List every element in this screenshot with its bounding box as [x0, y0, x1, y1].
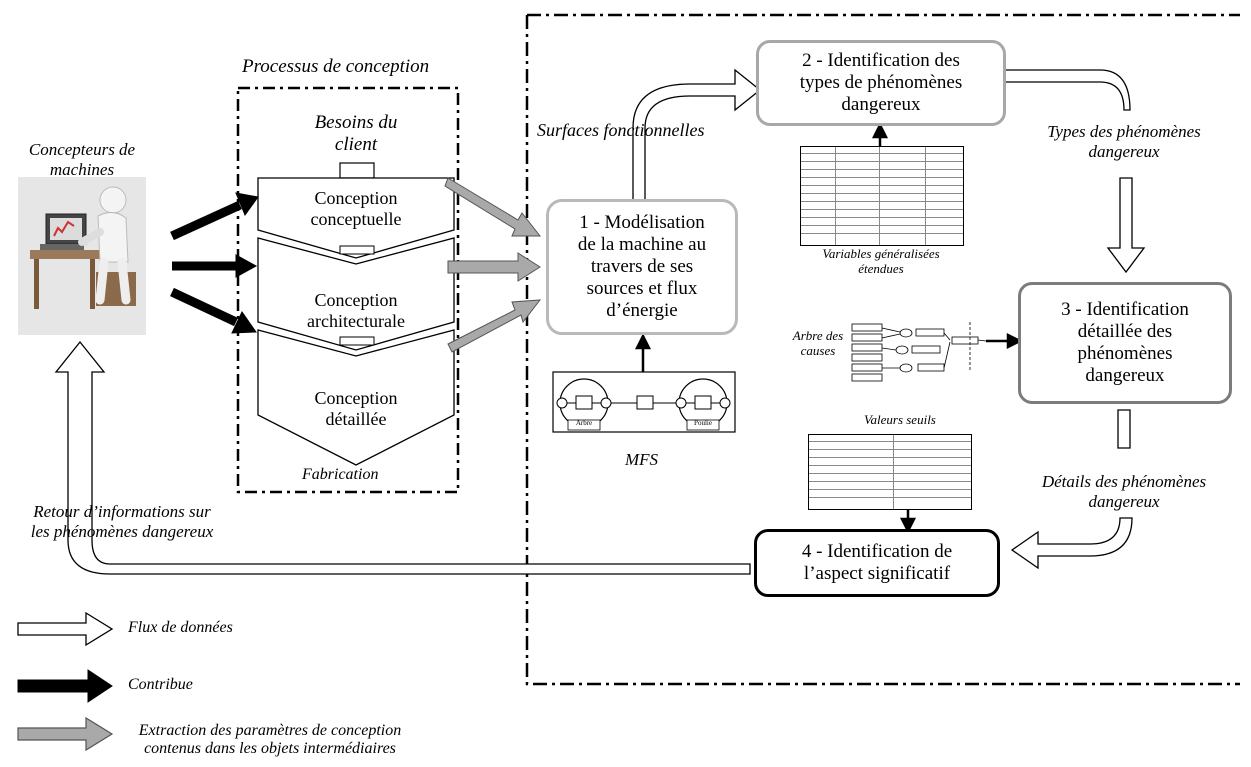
hollow-arrow-retour: [54, 340, 751, 575]
phase-conceptuelle-line1: Conception: [314, 188, 398, 208]
process-title: Processus de conception: [242, 56, 430, 77]
phase-conceptuelle-line2: conceptuelle: [310, 208, 402, 229]
legend-extraction-line1: Extraction des paramètres de conception: [138, 722, 402, 739]
step1-line3: travers de ses: [590, 256, 694, 278]
phase-shape-conceptuelle: [257, 177, 455, 259]
legend-extraction-line2: contenus dans les objets intermédiaires: [144, 740, 396, 758]
step4-line2: l’aspect significatif: [803, 563, 951, 584]
variables-label: Variables généralisées étendues: [810, 246, 952, 277]
step2-line2: types de phénomènes: [799, 72, 963, 94]
step1-line2: de la machine au: [577, 234, 707, 256]
besoins-line2: client: [334, 133, 378, 155]
step1-line4: sources et flux: [586, 277, 698, 299]
retour-label: Retour d’informations sur les phénomènes…: [4, 502, 240, 541]
types-line1: Types des phénomènes: [1047, 122, 1201, 141]
mfs-node-arbre: Arbre: [575, 419, 593, 427]
designer-illustration: [18, 177, 146, 335]
step2-box: 2 - Identification des types de phénomèn…: [756, 40, 1006, 126]
phase-tab-2: [339, 336, 375, 346]
phase-detaillee-line1: Conception: [314, 388, 398, 408]
step3-line1: 3 - Identification: [1061, 299, 1189, 321]
phase-detaillee-label: Conception détaillée: [276, 388, 436, 429]
variables-line1: Variables généralisées: [822, 246, 940, 261]
phase-architecturale-line1: Conception: [314, 290, 398, 310]
step3-line4: dangereux: [1085, 364, 1165, 386]
black-arrows: [170, 192, 259, 334]
valeurs-table-thumbnail: [808, 434, 972, 510]
retour-line1: Retour d’informations sur: [33, 502, 211, 521]
phase-detaillee-line2: détaillée: [325, 408, 387, 429]
legend-label-contribue: Contribue: [128, 676, 193, 693]
details-line2: dangereux: [1088, 491, 1160, 511]
phase-shape-detaillee: [257, 329, 455, 466]
designers-label-line2: machines: [49, 159, 115, 179]
step1-line5: d’énergie: [606, 299, 678, 321]
variables-line2: étendues: [858, 260, 904, 276]
step3-line2: détaillée des: [1077, 321, 1173, 343]
details-label: Détails des phénomènes dangereux: [1014, 472, 1234, 511]
phase-tab-1: [339, 245, 375, 255]
hollow-arrow-details: [1117, 409, 1131, 449]
retour-line2: les phénomènes dangereux: [30, 521, 214, 541]
phase-architecturale-line2: architecturale: [307, 310, 405, 331]
step4-box: 4 - Identification de l’aspect significa…: [754, 529, 1000, 597]
besoins-label: Besoins du client: [290, 112, 422, 156]
arbre-label: Arbre des causes: [786, 328, 850, 359]
phase-architecturale-label: Conception architecturale: [276, 290, 436, 331]
mfs-label: MFS: [625, 450, 659, 469]
types-label: Types des phénomènes dangereux: [1018, 122, 1230, 161]
hollow-arrow-types-down: [1106, 177, 1146, 274]
designers-label-line1: Concepteurs de: [28, 140, 136, 159]
variables-table-thumbnail: [800, 146, 964, 246]
phase-conceptuelle-label: Conception conceptuelle: [276, 188, 436, 229]
fabrication-label: Fabrication: [302, 466, 379, 483]
hollow-arrow-types: [1003, 69, 1131, 111]
arbre-line2: causes: [800, 342, 836, 358]
legend-label-flux: Flux de données: [128, 619, 233, 636]
besoins-line1: Besoins du: [314, 112, 398, 133]
legend-label-extraction: Extraction des paramètres de conception …: [120, 722, 420, 759]
step3-box: 3 - Identification détaillée des phénomè…: [1018, 282, 1232, 404]
besoins-tab: [339, 162, 375, 179]
step3-line3: phénomènes: [1077, 343, 1173, 364]
step2-line3: dangereux: [841, 93, 921, 115]
cause-tree: [851, 322, 987, 382]
thin-arrows: [634, 122, 1023, 534]
step1-line1: 1 - Modélisation: [579, 212, 705, 234]
step2-line1: 2 - Identification des: [802, 50, 960, 72]
valeurs-label: Valeurs seuils: [864, 412, 936, 427]
design-process-border: [236, 86, 460, 494]
surfaces-label: Surfaces fonctionnelles: [537, 120, 705, 140]
designers-label: Concepteurs de machines: [14, 140, 150, 179]
details-line1: Détails des phénomènes: [1041, 472, 1207, 491]
arbre-line1: Arbre des: [792, 328, 844, 343]
types-line2: dangereux: [1088, 141, 1160, 161]
hollow-arrow-details-curve: [1010, 517, 1133, 570]
mfs-diagram: [552, 371, 736, 433]
gray-arrows: [444, 177, 542, 353]
analysis-region-border: [525, 13, 1240, 686]
step4-line1: 4 - Identification de: [801, 541, 953, 563]
mfs-node-poulie: Poulie: [694, 419, 712, 427]
step1-box: 1 - Modélisation de la machine au traver…: [546, 199, 738, 335]
phase-shape-architecturale: [257, 237, 455, 351]
